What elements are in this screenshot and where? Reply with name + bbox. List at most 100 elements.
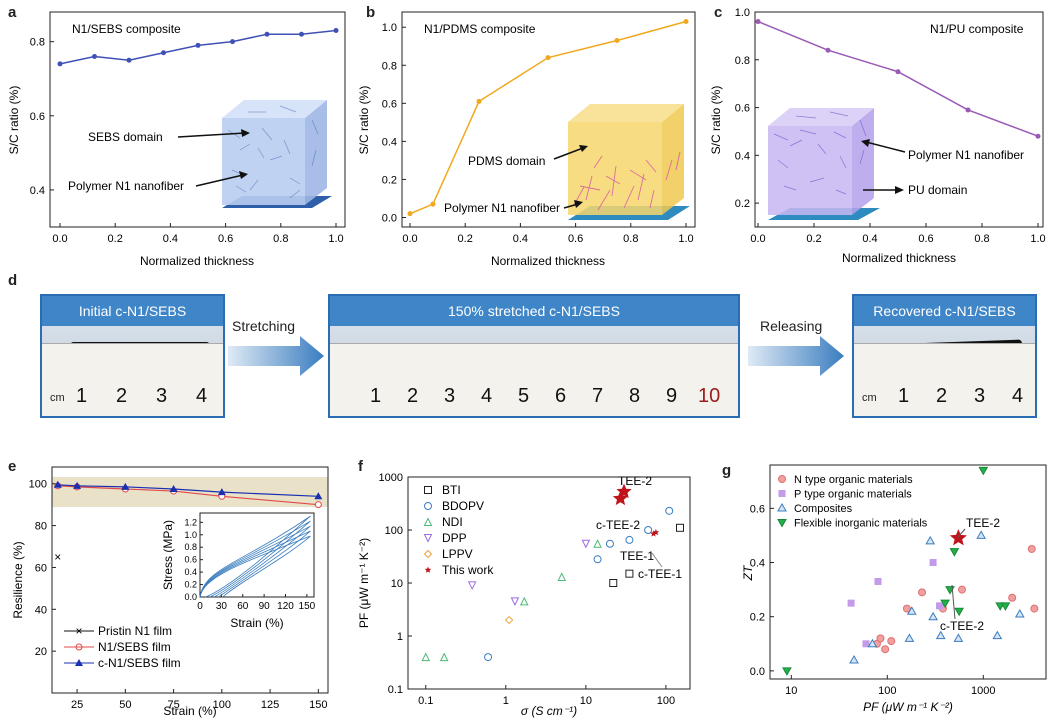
inset-y-tick-label: 1.0 — [184, 530, 197, 540]
y-tick-label: 0.1 — [388, 684, 403, 696]
chart-b-ylabel: S/C ratio (%) — [357, 86, 371, 155]
marker-square — [778, 490, 786, 497]
y-tick-label: 0.4 — [30, 185, 45, 197]
pdms-cube-illustration — [568, 104, 690, 220]
chart-f-ann-ctee1: c-TEE-1 — [638, 567, 682, 581]
data-point — [333, 28, 339, 34]
inset-y-tick-label: 0.0 — [184, 592, 197, 602]
y-tick-label: 20 — [35, 646, 47, 658]
legend-marker-circle — [75, 643, 83, 651]
legend-label: N type organic materials — [794, 474, 913, 486]
y-tick-label: 1.0 — [382, 22, 397, 34]
chart-a-ylabel: S/C ratio (%) — [7, 86, 21, 155]
y-tick-label: 0.6 — [382, 98, 397, 110]
y-tick-label: 10 — [391, 578, 403, 590]
legend-label-csebs: c-N1/SEBS film — [98, 656, 181, 670]
legend-label: This work — [442, 563, 494, 577]
data-point-csebs — [73, 481, 82, 489]
x-tick-label: 100 — [878, 685, 896, 697]
chart-b-frame — [401, 11, 696, 228]
inset-xlabel: Strain (%) — [230, 616, 283, 630]
chart-g-ann-ctee2: c-TEE-2 — [940, 619, 984, 633]
marker-circle — [887, 637, 896, 646]
ruler-initial: cm 1 2 3 4 — [42, 343, 223, 416]
marker-circle — [881, 645, 890, 654]
ruler-tick: 4 — [196, 385, 208, 407]
ruler-stretched: 1 2 3 4 5 6 7 8 9 10 — [330, 343, 738, 416]
marker-triangle — [777, 502, 787, 512]
marker-triangle-down — [1000, 602, 1011, 611]
marker-circle — [605, 539, 614, 548]
inset-y-tick-label: 0.2 — [184, 580, 197, 590]
inset-y-tick-label: 0.8 — [184, 542, 197, 552]
y-tick-label: 0.2 — [750, 612, 765, 624]
x-tick-label: 0.8 — [623, 233, 638, 245]
marker-triangle — [928, 611, 938, 621]
y-tick-label: 0.0 — [382, 212, 397, 224]
panel-label-e: e — [8, 458, 17, 475]
x-tick-label: 25 — [71, 699, 83, 711]
marker-circle — [644, 526, 653, 534]
chart-f-ylabel: PF (μW m⁻¹ K⁻²) — [357, 538, 371, 628]
data-point — [430, 201, 436, 207]
panel-label-a: a — [8, 4, 17, 21]
photo-stretched-title: 150% stretched c-N1/SEBS — [330, 296, 738, 326]
y-tick-label: 1.0 — [735, 7, 750, 19]
chart-f-xlabel: σ (S cm⁻¹) — [521, 704, 577, 718]
marker-circle — [593, 555, 602, 564]
x-tick-label: 0.0 — [402, 233, 417, 245]
y-tick-label: 0.6 — [30, 111, 45, 123]
inset-stress-curve — [199, 525, 311, 598]
chart-e-xlabel: Strain (%) — [163, 704, 216, 718]
chart-g-xlabel: PF (μW m⁻¹ K⁻²) — [863, 700, 953, 714]
ruler-unit: cm — [50, 392, 65, 404]
marker-square — [847, 599, 855, 607]
x-tick-label: 1.0 — [328, 233, 343, 245]
x-tick-label: 0.4 — [513, 233, 528, 245]
marker-triangle-down — [423, 534, 433, 543]
y-tick-label: 0.2 — [382, 174, 397, 186]
ruler-tick: 8 — [629, 385, 641, 407]
chart-b-title: N1/PDMS composite — [424, 22, 536, 36]
data-point — [895, 69, 901, 75]
x-tick-label: 100 — [213, 699, 231, 711]
marker-circle — [778, 475, 786, 483]
marker-triangle-down — [467, 581, 477, 591]
panel-label-d: d — [8, 272, 18, 289]
data-point — [407, 211, 413, 217]
marker-square — [625, 569, 634, 578]
legend-marker-x: × — [75, 624, 82, 638]
data-point — [683, 19, 689, 25]
chart-g-legend: N type organic materials P type organic m… — [777, 474, 928, 530]
marker-triangle — [557, 572, 567, 581]
chart-a-xlabel: Normalized thickness — [140, 254, 254, 268]
marker-circle — [1008, 593, 1017, 602]
chart-c-arrowhead-2 — [895, 186, 904, 194]
y-tick-label: 1000 — [379, 472, 403, 484]
y-tick-label: 100 — [29, 479, 47, 491]
marker-star — [650, 530, 657, 537]
marker-square — [936, 602, 944, 610]
chart-g-ylabel: ZT — [741, 564, 755, 581]
panel-label-b: b — [366, 4, 376, 21]
ruler-tick: 3 — [974, 385, 986, 407]
inset-stress-curve — [199, 535, 311, 598]
chart-g-ann-line — [957, 528, 966, 538]
chart-g-frame — [769, 464, 1047, 680]
arrow-releasing — [748, 336, 844, 376]
marker-triangle — [519, 596, 529, 606]
legend-label: P type organic materials — [794, 489, 912, 501]
chart-c-arrowhead-1 — [861, 139, 870, 147]
x-tick-label: 10 — [580, 695, 592, 707]
chart-a-arrowhead-2 — [239, 171, 248, 179]
legend-label: NDI — [442, 515, 463, 529]
data-point — [161, 50, 166, 56]
data-point — [92, 53, 97, 59]
marker-triangle-down — [940, 599, 950, 609]
legend-label: Flexible inorganic materials — [794, 518, 928, 530]
data-point-csebs — [169, 484, 178, 492]
legend-label: Composites — [794, 503, 853, 515]
